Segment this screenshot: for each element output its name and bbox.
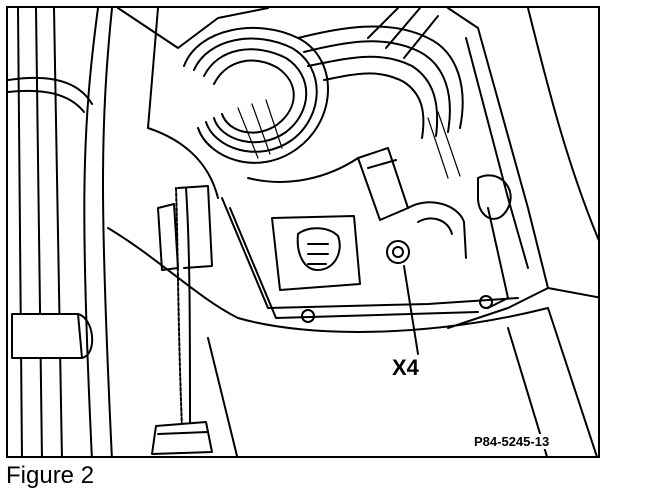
left-pipe xyxy=(17,8,63,456)
cable-boot xyxy=(151,421,213,455)
engine-bay-line-drawing xyxy=(8,8,598,456)
lower-tray xyxy=(221,197,519,309)
connector-block xyxy=(357,147,409,221)
x4-socket xyxy=(386,240,410,264)
figure-reference-code: P84-5245-13 xyxy=(472,434,552,449)
cable xyxy=(175,187,183,429)
callout-x4-label: X4 xyxy=(392,355,419,380)
left-clamp xyxy=(11,313,83,359)
figure-frame: X4 P84-5245-13 xyxy=(6,6,600,458)
diagonal-rod xyxy=(83,8,99,456)
wiring-harness xyxy=(183,8,464,183)
figure-caption: Figure 2 xyxy=(6,462,95,489)
right-housing xyxy=(447,8,549,329)
x4-leader-line xyxy=(403,265,419,355)
